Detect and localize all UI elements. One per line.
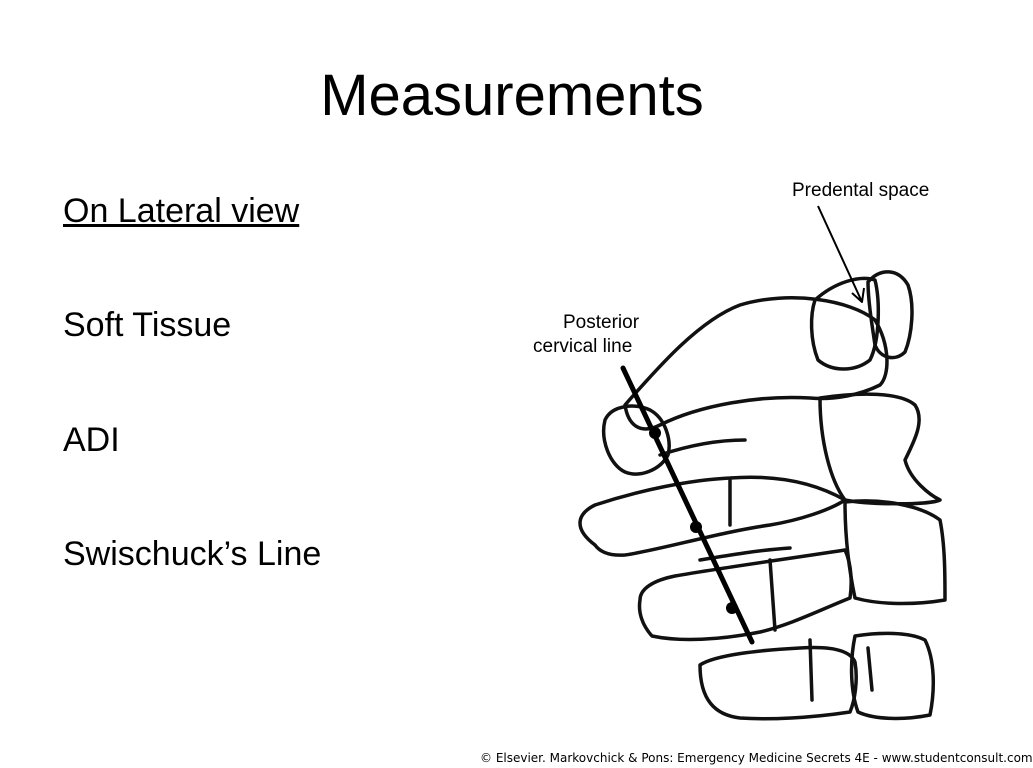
c4-body bbox=[849, 631, 936, 721]
c4-posterior bbox=[698, 645, 858, 721]
dens bbox=[809, 276, 881, 371]
atlas-vertebra bbox=[623, 296, 889, 431]
label-posterior: Posterior bbox=[563, 312, 640, 333]
bullet-on-lateral-view: On Lateral view bbox=[63, 192, 300, 230]
cervical-spine-diagram: Predental space Posterior cervical line bbox=[500, 168, 1024, 758]
anterior-arch-c1 bbox=[866, 270, 914, 360]
bullet-soft-tissue: Soft Tissue bbox=[63, 306, 232, 344]
c3-body bbox=[843, 499, 947, 606]
label-predental-space: Predental space bbox=[792, 180, 929, 201]
slide-title: Measurements bbox=[320, 63, 704, 128]
c2-body bbox=[818, 392, 942, 506]
copyright-credit: © Elsevier. Markovchick & Pons: Emergenc… bbox=[480, 751, 1033, 765]
label-cervical-line: cervical line bbox=[533, 336, 632, 357]
posterior-cervical-line bbox=[620, 365, 755, 645]
bullet-adi: ADI bbox=[63, 421, 120, 459]
bullet-swischucks-line: Swischuck’s Line bbox=[63, 535, 322, 573]
c2-spinous-process bbox=[578, 475, 847, 557]
atlas-posterior-arch bbox=[602, 404, 671, 476]
c3-posterior bbox=[637, 548, 853, 642]
predental-arrow bbox=[817, 205, 865, 303]
